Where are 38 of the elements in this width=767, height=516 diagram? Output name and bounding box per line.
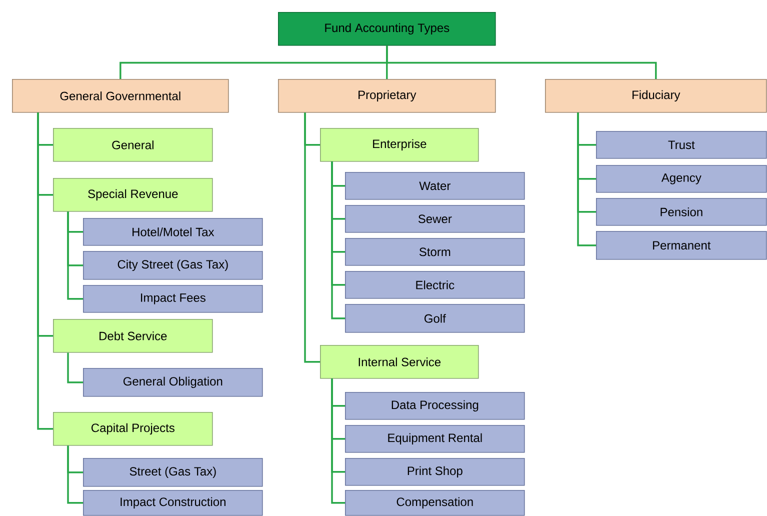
connector-line [386, 46, 657, 79]
subfund-box: Sewer [345, 205, 525, 233]
connector-line [331, 162, 345, 320]
subfund-box: Data Processing [345, 392, 525, 420]
subfund-box: Hotel/Motel Tax [83, 218, 263, 246]
subfund-box: City Street (Gas Tax) [83, 251, 263, 280]
subfund-box: Print Shop [345, 458, 525, 486]
root-box: Fund Accounting Types [278, 12, 496, 46]
subfund-box: Impact Fees [83, 285, 263, 313]
connector-line [67, 352, 83, 384]
connector-line [577, 112, 596, 246]
subfund-box: Storm [345, 238, 525, 266]
connector-line [67, 446, 83, 504]
subfund-box: Street (Gas Tax) [83, 458, 263, 487]
subfund-box: Compensation [345, 490, 525, 516]
fund-box: Enterprise [320, 128, 479, 162]
subfund-box: Equipment Rental [345, 425, 525, 453]
category-box: General Governmental [12, 79, 229, 113]
fund-box: Internal Service [320, 345, 479, 379]
connector-line [304, 112, 320, 363]
fund-box: Debt Service [53, 319, 213, 353]
fund-box: Capital Projects [53, 412, 213, 446]
connector-line [37, 112, 53, 430]
subfund-box: Electric [345, 271, 525, 299]
connector-line [331, 378, 345, 504]
subfund-box: Water [345, 172, 525, 200]
subfund-box: Agency [596, 165, 767, 193]
subfund-box: Pension [596, 198, 767, 226]
subfund-box: Trust [596, 131, 767, 159]
category-box: Fiduciary [545, 79, 767, 113]
fund-box: General [53, 128, 213, 162]
category-box: Proprietary [278, 79, 496, 113]
fund-box: Special Revenue [53, 178, 213, 212]
subfund-box: Impact Construction [83, 490, 263, 516]
subfund-box: Permanent [596, 230, 767, 260]
subfund-box: Golf [345, 304, 525, 333]
subfund-box: General Obligation [83, 368, 263, 397]
connector-line [67, 212, 83, 300]
